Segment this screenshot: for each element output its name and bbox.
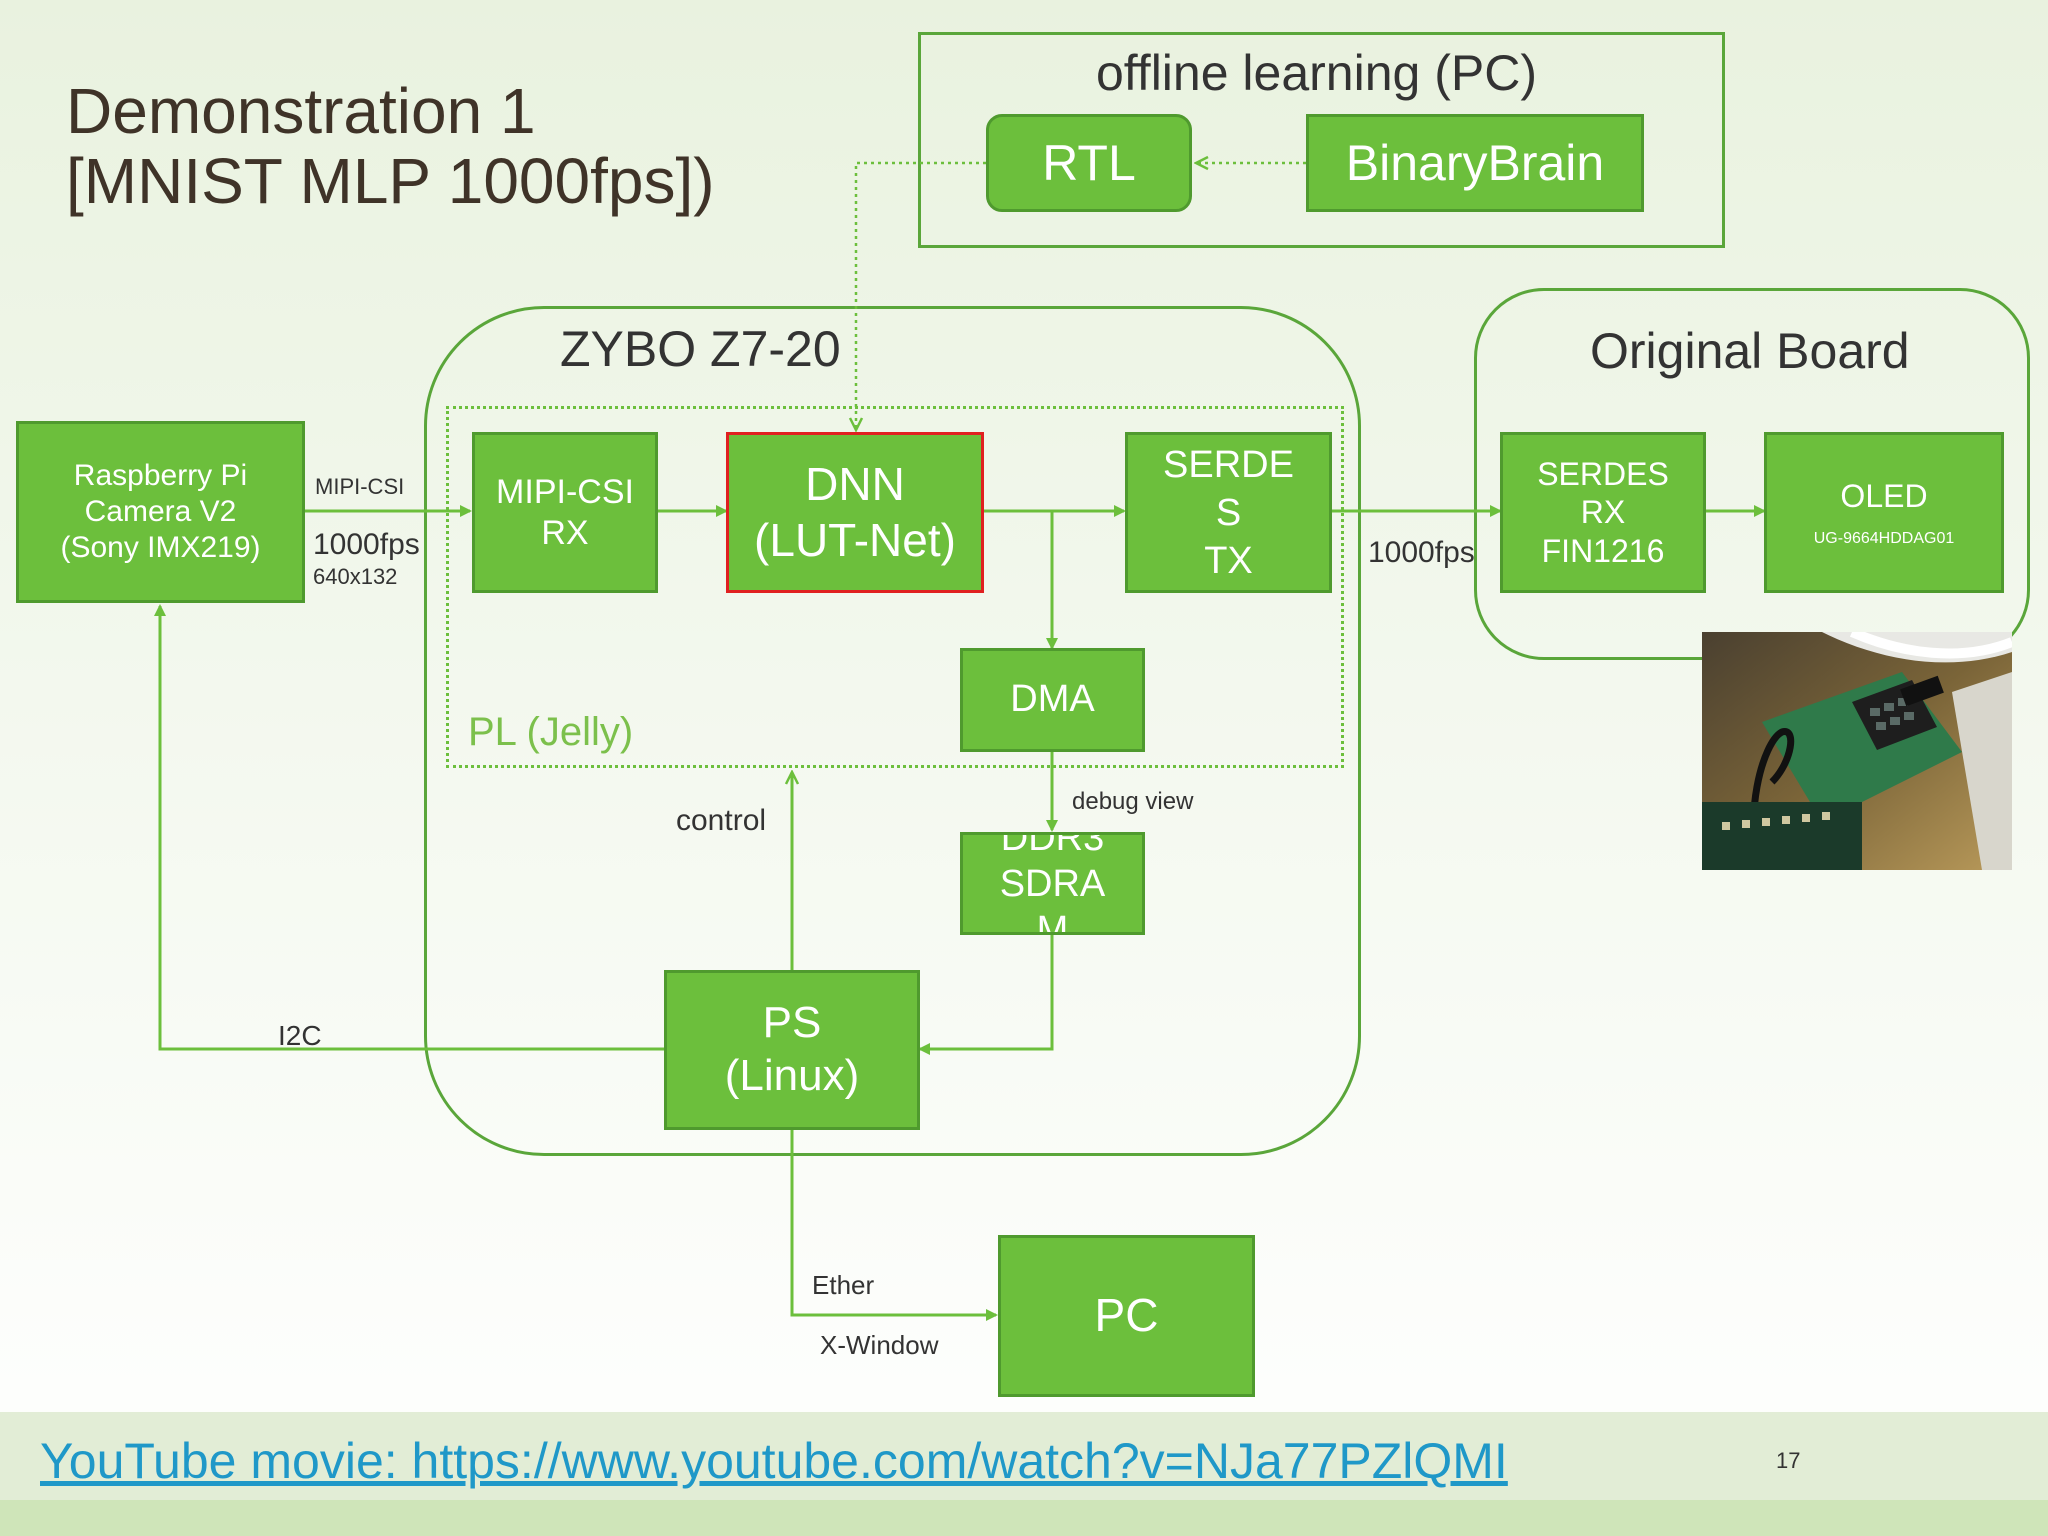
serdes-rx-block: SERDES RX FIN1216 (1500, 432, 1706, 593)
oled-model-label: UG-9664HDDAG01 (1813, 530, 1955, 548)
control-label: control (676, 804, 767, 837)
debug-view-label: debug view (1072, 788, 1194, 815)
zybo-frame (424, 306, 1361, 1156)
ddr3-sdram-block: DDR3 SDRA M (960, 832, 1145, 935)
rtl-block: RTL (986, 114, 1192, 212)
ether-label: Ether (812, 1270, 875, 1300)
original-board-photo (1702, 632, 2012, 870)
mipi-csi-rx-block: MIPI-CSI RX (472, 432, 658, 593)
oled-block: OLED UG-9664HDDAG01 (1764, 432, 2004, 593)
i2c-label: I2C (278, 1020, 322, 1051)
footer-band (0, 1412, 2048, 1500)
ps-linux-block: PS (Linux) (664, 970, 920, 1130)
camera-block: Raspberry Pi Camera V2 (Sony IMX219) (16, 421, 305, 603)
footer-stripe (0, 1500, 2048, 1536)
oled-label: OLED (1840, 477, 1928, 514)
mipi-csi-label: MIPI-CSI (315, 474, 405, 499)
pc-block: PC (998, 1235, 1255, 1397)
resolution-label: 640x132 (313, 564, 398, 589)
youtube-link[interactable]: YouTube movie: https://www.youtube.com/w… (40, 1433, 1508, 1489)
page-number: 17 (1776, 1448, 1801, 1473)
binarybrain-block: BinaryBrain (1306, 114, 1644, 212)
original-board-title: Original Board (1590, 323, 1910, 379)
serdes-tx-block: SERDE S TX (1125, 432, 1332, 593)
output-fps-label: 1000fps (1368, 536, 1475, 569)
slide-title: Demonstration 1 [MNIST MLP 1000fps]) (66, 75, 715, 217)
zybo-title: ZYBO Z7-20 (560, 321, 841, 377)
offline-learning-frame (918, 32, 1725, 248)
offline-learning-title: offline learning (PC) (1096, 45, 1537, 101)
pl-jelly-region (446, 406, 1344, 768)
dma-block: DMA (960, 648, 1145, 752)
x-window-label: X-Window (820, 1330, 939, 1360)
input-fps-label: 1000fps (313, 528, 420, 561)
dnn-lut-net-block: DNN (LUT-Net) (726, 432, 984, 593)
pl-jelly-label: PL (Jelly) (468, 710, 634, 754)
